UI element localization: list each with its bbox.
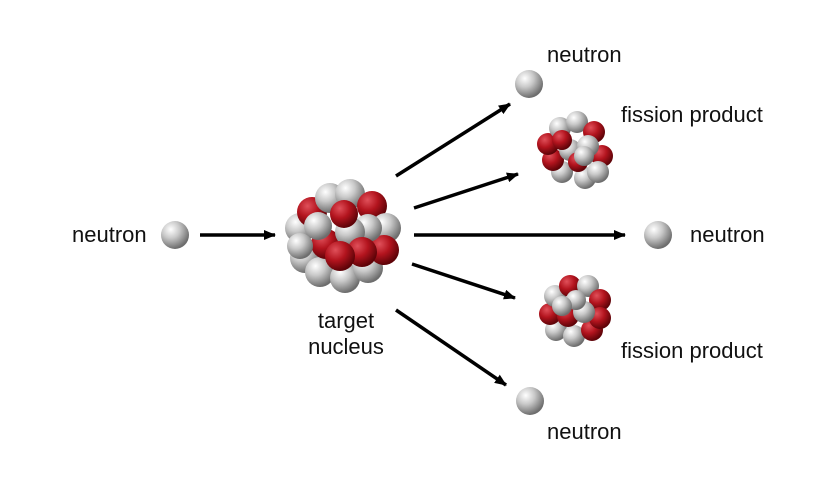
arrow-to-fission-bottom [412, 264, 515, 298]
target-nucleus-label-line1: target [296, 308, 396, 334]
incoming-neutron-label: neutron [72, 224, 147, 246]
neutron-sphere [287, 233, 313, 259]
arrow-to-fission-top [414, 174, 518, 208]
neutron-middle-sphere [644, 221, 672, 249]
fission-product-bottom-label: fission product [621, 340, 763, 362]
proton-sphere [325, 241, 355, 271]
arrow-to-neutron-top [396, 104, 510, 176]
neutron-top-sphere [515, 70, 543, 98]
neutron-sphere [304, 212, 332, 240]
arrow-to-neutron-bottom [396, 310, 506, 385]
proton-sphere [330, 200, 358, 228]
target-nucleus-label: target nucleus [296, 308, 396, 360]
target-nucleus-label-line2: nucleus [296, 334, 396, 360]
fission-product-bottom-cluster [539, 275, 611, 347]
incoming-neutron-sphere [161, 221, 189, 249]
neutron-bottom-sphere [516, 387, 544, 415]
fission-product-top-cluster [537, 111, 613, 189]
neutron-middle-label: neutron [690, 224, 765, 246]
neutron-sphere [574, 146, 594, 166]
target-nucleus-cluster [285, 179, 401, 293]
fission-product-top-label: fission product [621, 104, 763, 126]
neutron-bottom-label: neutron [547, 421, 622, 443]
neutron-sphere [552, 296, 572, 316]
neutron-top-label: neutron [547, 44, 622, 66]
neutron-sphere [587, 161, 609, 183]
proton-sphere [552, 130, 572, 150]
